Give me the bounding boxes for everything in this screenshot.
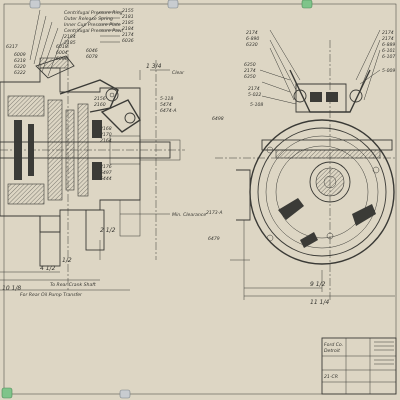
part-6-889: 6-889 — [382, 42, 395, 48]
note-rear-crank-shaft: To Rear Crank Shaft — [50, 282, 96, 288]
dim-11-1-4: 11 1/4 — [310, 299, 329, 306]
dim-4-1-2: 4 1/2 — [40, 265, 56, 272]
part-2174-r1: 2174 — [246, 30, 258, 36]
part-2174: 2174 — [122, 32, 134, 38]
part-2174-r2: 2174 — [244, 68, 256, 74]
part-6318: 6318 — [14, 58, 26, 64]
part-2168: 2168 — [100, 126, 112, 132]
title-block-line-1: Ford Co. — [324, 342, 343, 348]
part-6-101: 6-101 — [382, 48, 395, 54]
part-2176: 2176 — [100, 164, 112, 170]
part-6350-r2: 6350 — [244, 74, 256, 80]
part-6036: 6036 — [122, 38, 134, 44]
part-2156: 2156 — [94, 96, 106, 102]
note-2184: 2184 — [64, 34, 76, 40]
part-6317: 6317 — [6, 44, 18, 50]
left-section-view — [0, 9, 185, 291]
note-inner-cup-pressure-plate: Inner Cup Pressure Plate — [64, 22, 121, 28]
part-2184: 2184 — [122, 26, 134, 32]
note-rear-oil-pump: For Rear Oil Pump Transfer — [20, 292, 83, 298]
part-6078: 6078 — [86, 54, 98, 60]
part-5474: 5474 — [160, 102, 172, 108]
dim-9-1-2: 9 1/2 — [310, 281, 326, 288]
part-5-009: 5-009 — [382, 68, 395, 74]
part-2174-tr1: 2174 — [382, 30, 394, 36]
part-6018: 6018 — [56, 44, 68, 50]
part-2181: 2181 — [122, 14, 134, 20]
part-5-118: 5-118 — [160, 96, 173, 102]
part-5-022: 5-022 — [248, 92, 261, 98]
note-centrifugal-pressure-pawl: Centrifugal Pressure Pawl — [64, 28, 124, 34]
sheet-border — [3, 3, 397, 395]
note-centrifugal-pressure-ring: Centrifugal Pressure Ring — [64, 10, 123, 16]
dim-1-2: 1/2 — [62, 257, 72, 264]
part-2174-tr2: 2174 — [382, 36, 394, 42]
part-6498: 6498 — [212, 116, 224, 122]
note-min-clearance: Min. Clearance — [172, 212, 206, 218]
part-6046: 6046 — [86, 48, 98, 54]
part-6497: 6497 — [100, 170, 112, 176]
part-6004: 6004 — [56, 50, 68, 56]
part-2160: 2160 — [94, 102, 106, 108]
part-6-107: 6-107 — [382, 54, 395, 60]
note-2185: 2185 — [64, 40, 76, 46]
part-6-890: 6-890 — [246, 36, 259, 42]
dim-2-1-2: 2 1/2 — [100, 227, 116, 234]
part-6086: 6086 — [56, 56, 68, 62]
part-6350-r1: 6350 — [244, 62, 256, 68]
part-2174-s: 2174 — [248, 86, 260, 92]
title-block-line-2: Detroit — [324, 348, 340, 354]
title-block-line-3: 21-CR — [324, 374, 338, 380]
part-6320: 6320 — [14, 64, 26, 70]
dim-10-1-8: 10 1/8 — [2, 285, 21, 292]
part-6322: 6322 — [14, 70, 26, 76]
part-2185: 2185 — [122, 20, 134, 26]
part-5-108: 5-108 — [250, 102, 263, 108]
note-clear: Clear — [172, 70, 185, 76]
part-6009: 6009 — [14, 52, 26, 58]
note-outer-release-spring: Outer Release Spring — [64, 16, 113, 22]
part-2173-a: 2173-A — [206, 210, 223, 216]
part-2155: 2155 — [122, 8, 134, 14]
title-block — [321, 337, 397, 395]
part-2170: 2170 — [100, 132, 112, 138]
part-6444: 6444 — [100, 176, 112, 182]
part-6479: 6479 — [208, 236, 220, 242]
dim-1-3-4: 1 3/4 — [146, 63, 162, 70]
right-end-view — [215, 29, 395, 300]
part-6474-a: 6474-A — [160, 108, 177, 114]
part-2164: 2164 — [100, 138, 112, 144]
part-6330: 6330 — [246, 42, 258, 48]
binder-clips — [1, 0, 313, 399]
